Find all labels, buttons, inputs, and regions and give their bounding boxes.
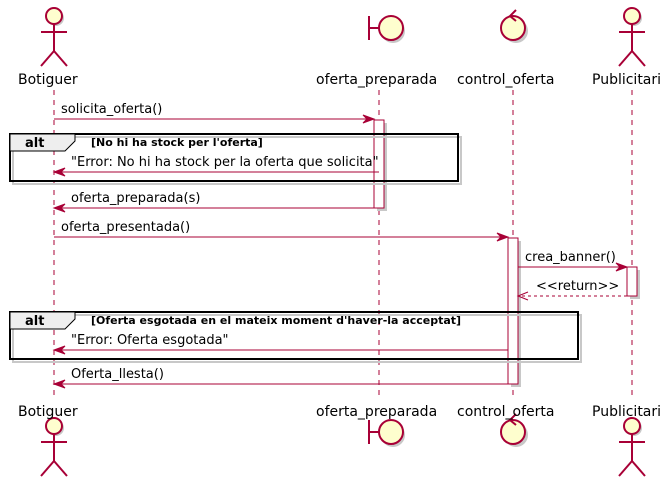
- participant-oferta_preparada-bottom: oferta_preparada: [316, 404, 437, 447]
- arrowhead: [615, 262, 629, 272]
- fragment-tab: [9, 133, 76, 152]
- fragment-guard: [Oferta esgotada en el mateix moment d'h…: [91, 314, 461, 327]
- participant-publicitari-top: Publicitari: [592, 7, 661, 88]
- participant-label: Publicitari: [592, 72, 661, 88]
- actor-icon: [618, 417, 646, 477]
- participant-label: oferta_preparada: [316, 72, 437, 88]
- message-label-m2: "Error: No hi ha stock per la oferta que…: [71, 155, 379, 170]
- alt-fragment-f1: [9, 133, 459, 182]
- participant-label: control_oferta: [457, 404, 554, 420]
- boundary-icon: [368, 419, 405, 447]
- fragment-tab: [9, 311, 76, 330]
- actor-icon: [40, 417, 68, 477]
- control-icon: [500, 9, 528, 43]
- alt-fragment-f2: [9, 311, 579, 360]
- message-label-m4: oferta_presentada(): [61, 220, 190, 235]
- message-label-m7: "Error: Oferta esgotada": [71, 333, 229, 348]
- participant-botiguer-bottom: Botiguer: [18, 404, 78, 477]
- arrowhead: [362, 114, 376, 124]
- fragment-shadow: [12, 314, 582, 363]
- arrowhead: [496, 232, 510, 242]
- arrowhead: [516, 291, 529, 301]
- participant-botiguer-top: Botiguer: [18, 7, 78, 88]
- arrowhead: [52, 345, 66, 355]
- arrowhead: [52, 167, 66, 177]
- arrowhead: [52, 203, 66, 213]
- actor-icon: [40, 7, 68, 67]
- participant-label: Botiguer: [18, 72, 78, 88]
- fragment-guard: [No hi ha stock per l'oferta]: [91, 136, 263, 149]
- participant-publicitari-bottom: Publicitari: [592, 404, 661, 477]
- participant-label: oferta_preparada: [316, 404, 437, 420]
- message-label-m6: <<return>>: [536, 279, 619, 294]
- message-label-m5: crea_banner(): [525, 250, 616, 265]
- message-label-m1: solicita_oferta(): [61, 102, 162, 117]
- fragment-operator: alt: [25, 136, 44, 151]
- participant-oferta_preparada-top: oferta_preparada: [316, 15, 437, 88]
- activation-bar-publicitari: [626, 266, 638, 297]
- message-label-m3: oferta_preparada(s): [71, 191, 200, 206]
- fragment-operator: alt: [25, 314, 44, 329]
- participant-label: Publicitari: [592, 404, 661, 420]
- participant-control_oferta-top: control_oferta: [457, 9, 554, 88]
- activation-bar-oferta_preparada: [373, 119, 385, 209]
- actor-icon: [618, 7, 646, 67]
- fragment-shadow: [12, 136, 462, 185]
- arrowhead: [52, 379, 66, 389]
- participant-label: Botiguer: [18, 404, 78, 420]
- message-label-m8: Oferta_llesta(): [71, 367, 164, 382]
- participant-label: control_oferta: [457, 72, 554, 88]
- participant-control_oferta-bottom: control_oferta: [457, 404, 554, 447]
- boundary-icon: [368, 15, 405, 43]
- control-icon: [500, 413, 528, 447]
